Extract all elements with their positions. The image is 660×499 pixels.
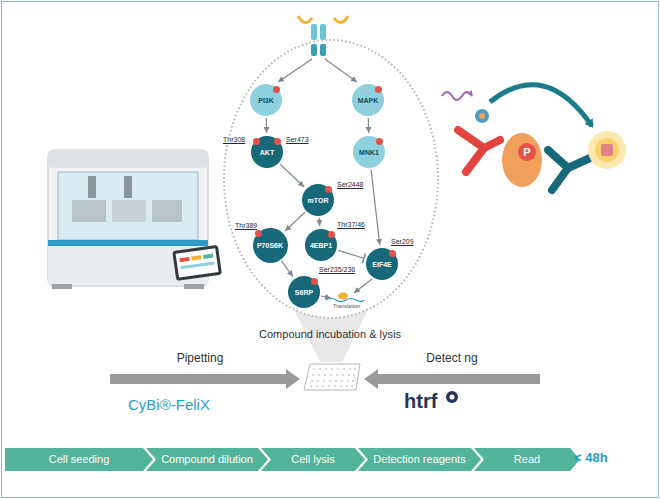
node-label: mTOR <box>308 197 329 204</box>
step-chevron: Cell lysis <box>261 448 365 471</box>
receptor-symbol <box>278 16 357 82</box>
pathway-connector <box>266 118 268 133</box>
node-label: MAPK <box>358 97 379 104</box>
phospho-dot <box>253 138 260 145</box>
pathway-connector <box>338 250 364 258</box>
phospho-dot <box>389 250 396 257</box>
protein-node: mTOR <box>302 184 334 216</box>
node-label: MNK1 <box>359 149 379 156</box>
pathway-connector <box>371 170 380 245</box>
phospho-dot <box>274 138 281 145</box>
phosphosite-label: Ser235/236 <box>318 266 356 274</box>
phospho-dot <box>375 86 382 93</box>
microplate <box>304 364 360 390</box>
node-label: 4EBP1 <box>310 242 332 249</box>
phospho-dot <box>376 138 383 145</box>
step-chevron: Read <box>474 448 580 471</box>
node-label: Cell lysis <box>291 454 334 465</box>
pathway-connector <box>368 118 370 133</box>
logo-mark <box>446 391 458 403</box>
phosphosite-label: Ser209 <box>390 238 415 246</box>
protein-node: EIF4E <box>366 248 398 280</box>
pathway-connector <box>285 212 305 231</box>
text-label: Translation <box>333 303 360 309</box>
node-label: P70S6K <box>257 242 283 249</box>
translation-symbol <box>321 279 372 302</box>
text-label: Detect ng <box>426 352 477 365</box>
protein-node: AKT <box>251 136 283 168</box>
step-chevron: Compound dilution <box>146 448 268 471</box>
phosphosite-label: Ser2448 <box>336 181 364 189</box>
protein-node: MAPK <box>352 84 384 116</box>
text-label: P <box>523 146 530 158</box>
phospho-dot <box>325 186 332 193</box>
node-label: EIF4E <box>372 261 391 268</box>
htrf-illustration <box>442 85 626 190</box>
phosphosite-label: Ser473 <box>285 136 310 144</box>
node-label: Cell seeding <box>49 454 110 465</box>
phosphosite-label: Thr308 <box>222 136 246 144</box>
text-label: htrf <box>404 390 437 412</box>
node-label: Read <box>514 454 540 465</box>
logo-mark <box>450 395 455 400</box>
phosphosite-label: Thr389 <box>234 222 258 230</box>
step-chevron: Cell seeding <box>5 448 153 471</box>
protein-node: MNK1 <box>353 136 385 168</box>
protein-node: 4EBP1 <box>305 229 337 261</box>
phospho-dot <box>311 278 318 285</box>
cell-oval <box>224 40 438 318</box>
phosphosite-label: Thr37/46 <box>336 221 366 229</box>
text-label: < 48h <box>574 451 608 465</box>
text-label: Compound incubation & lysis <box>259 328 401 340</box>
phospho-dot <box>328 231 335 238</box>
text-label: CyBi®-FeliX <box>128 397 210 414</box>
step-chevron: Detection reagents <box>358 448 481 471</box>
phospho-dot <box>273 86 280 93</box>
node-label: Compound dilution <box>161 454 253 465</box>
liquid-handler-illustration <box>48 150 222 289</box>
pathway-connector <box>281 261 293 277</box>
pathway-connector <box>280 164 304 187</box>
protein-node: P70S6K <box>253 228 288 263</box>
node-label: Detection reagents <box>373 454 465 465</box>
protein-node: PI3K <box>250 84 282 116</box>
protein-node: S6RP <box>288 276 320 308</box>
node-label: S6RP <box>295 289 313 296</box>
inhibition-bar <box>362 254 365 264</box>
pathway-connector <box>319 218 321 226</box>
node-label: PI3K <box>258 97 274 104</box>
node-label: AKT <box>260 149 274 156</box>
phospho-dot <box>255 230 262 237</box>
text-label: Pipetting <box>177 352 224 365</box>
